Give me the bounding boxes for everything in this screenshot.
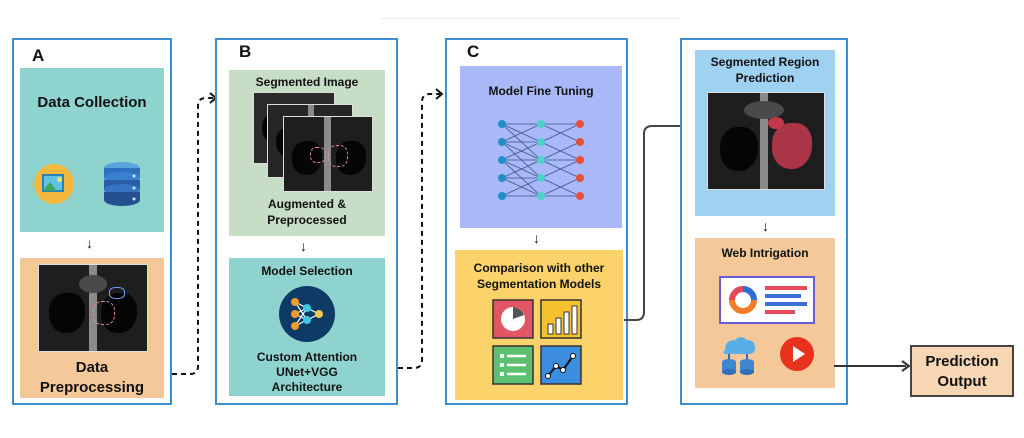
architecture-label: Custom Attention UNet+VGG Architecture <box>256 350 358 394</box>
prediction-output-box: Prediction Output <box>910 345 1014 397</box>
panel-c: C Model Fine Tuning ↓ Comparison with ot… <box>445 38 628 405</box>
panel-letter-b: B <box>239 42 252 61</box>
fine-tuning-label: Model Fine Tuning <box>488 84 594 98</box>
data-preprocessing-label: Data Preprocessing <box>39 359 145 396</box>
web-integration-box: Web Intrigation <box>695 238 835 388</box>
pie-chart-icon <box>492 299 534 339</box>
panel-letter-c: C <box>467 42 480 61</box>
augmented-label: Augmented & Preprocessed <box>267 197 347 227</box>
data-collection-box: Data Collection <box>20 68 164 232</box>
panel-letter-a: A <box>32 46 45 65</box>
model-selection-box: Model Selection Custom Attention UNet+VG… <box>229 258 385 396</box>
web-dashboard-icon <box>719 276 815 324</box>
play-icon <box>780 337 814 371</box>
scan-stack-front <box>283 116 373 192</box>
panel-a: A Data Collection ↓ <box>12 38 172 405</box>
connector-d-output <box>834 360 911 372</box>
panel-d: Segmented Region Prediction ↓ Web Intrig… <box>680 38 848 405</box>
neural-network-icon <box>498 120 584 200</box>
image-icon <box>34 164 74 204</box>
comparison-label: Comparison with other Segmentation Model… <box>473 261 605 291</box>
neural-network-icon <box>279 286 335 342</box>
arrow-down-c: ↓ <box>533 230 540 246</box>
arrow-down-a: ↓ <box>86 235 93 251</box>
connector-b-c <box>398 88 444 369</box>
bar-chart-icon <box>540 299 582 339</box>
data-preprocessing-box: Data Preprocessing <box>20 258 164 398</box>
prediction-output-label: Prediction Output <box>925 353 999 390</box>
segmented-region-box: Segmented Region Prediction <box>695 50 835 216</box>
segmented-region-label: Segmented Region Prediction <box>710 55 820 85</box>
database-icon <box>104 162 140 206</box>
top-divider <box>380 18 680 19</box>
arrow-down-d: ↓ <box>762 218 769 234</box>
list-icon <box>492 345 534 385</box>
connector-a-b <box>172 92 218 375</box>
data-collection-label: Data Collection <box>37 94 147 111</box>
preprocessed-ct-scan <box>38 264 148 352</box>
predicted-ct-scan <box>707 92 825 190</box>
fine-tuning-box: Model Fine Tuning <box>460 66 622 228</box>
comparison-box: Comparison with other Segmentation Model… <box>455 250 623 400</box>
arrow-down-b: ↓ <box>300 238 307 254</box>
model-selection-label: Model Selection <box>261 264 353 278</box>
cloud-database-icon <box>722 337 755 375</box>
web-integration-label: Web Intrigation <box>721 246 809 260</box>
line-chart-icon <box>540 345 582 385</box>
panel-b: B Segmented Image Augmented & Preprocess… <box>215 38 398 405</box>
segmented-image-box: Segmented Image Augmented & Preprocessed <box>229 70 385 236</box>
segmented-image-label: Segmented Image <box>255 75 359 89</box>
